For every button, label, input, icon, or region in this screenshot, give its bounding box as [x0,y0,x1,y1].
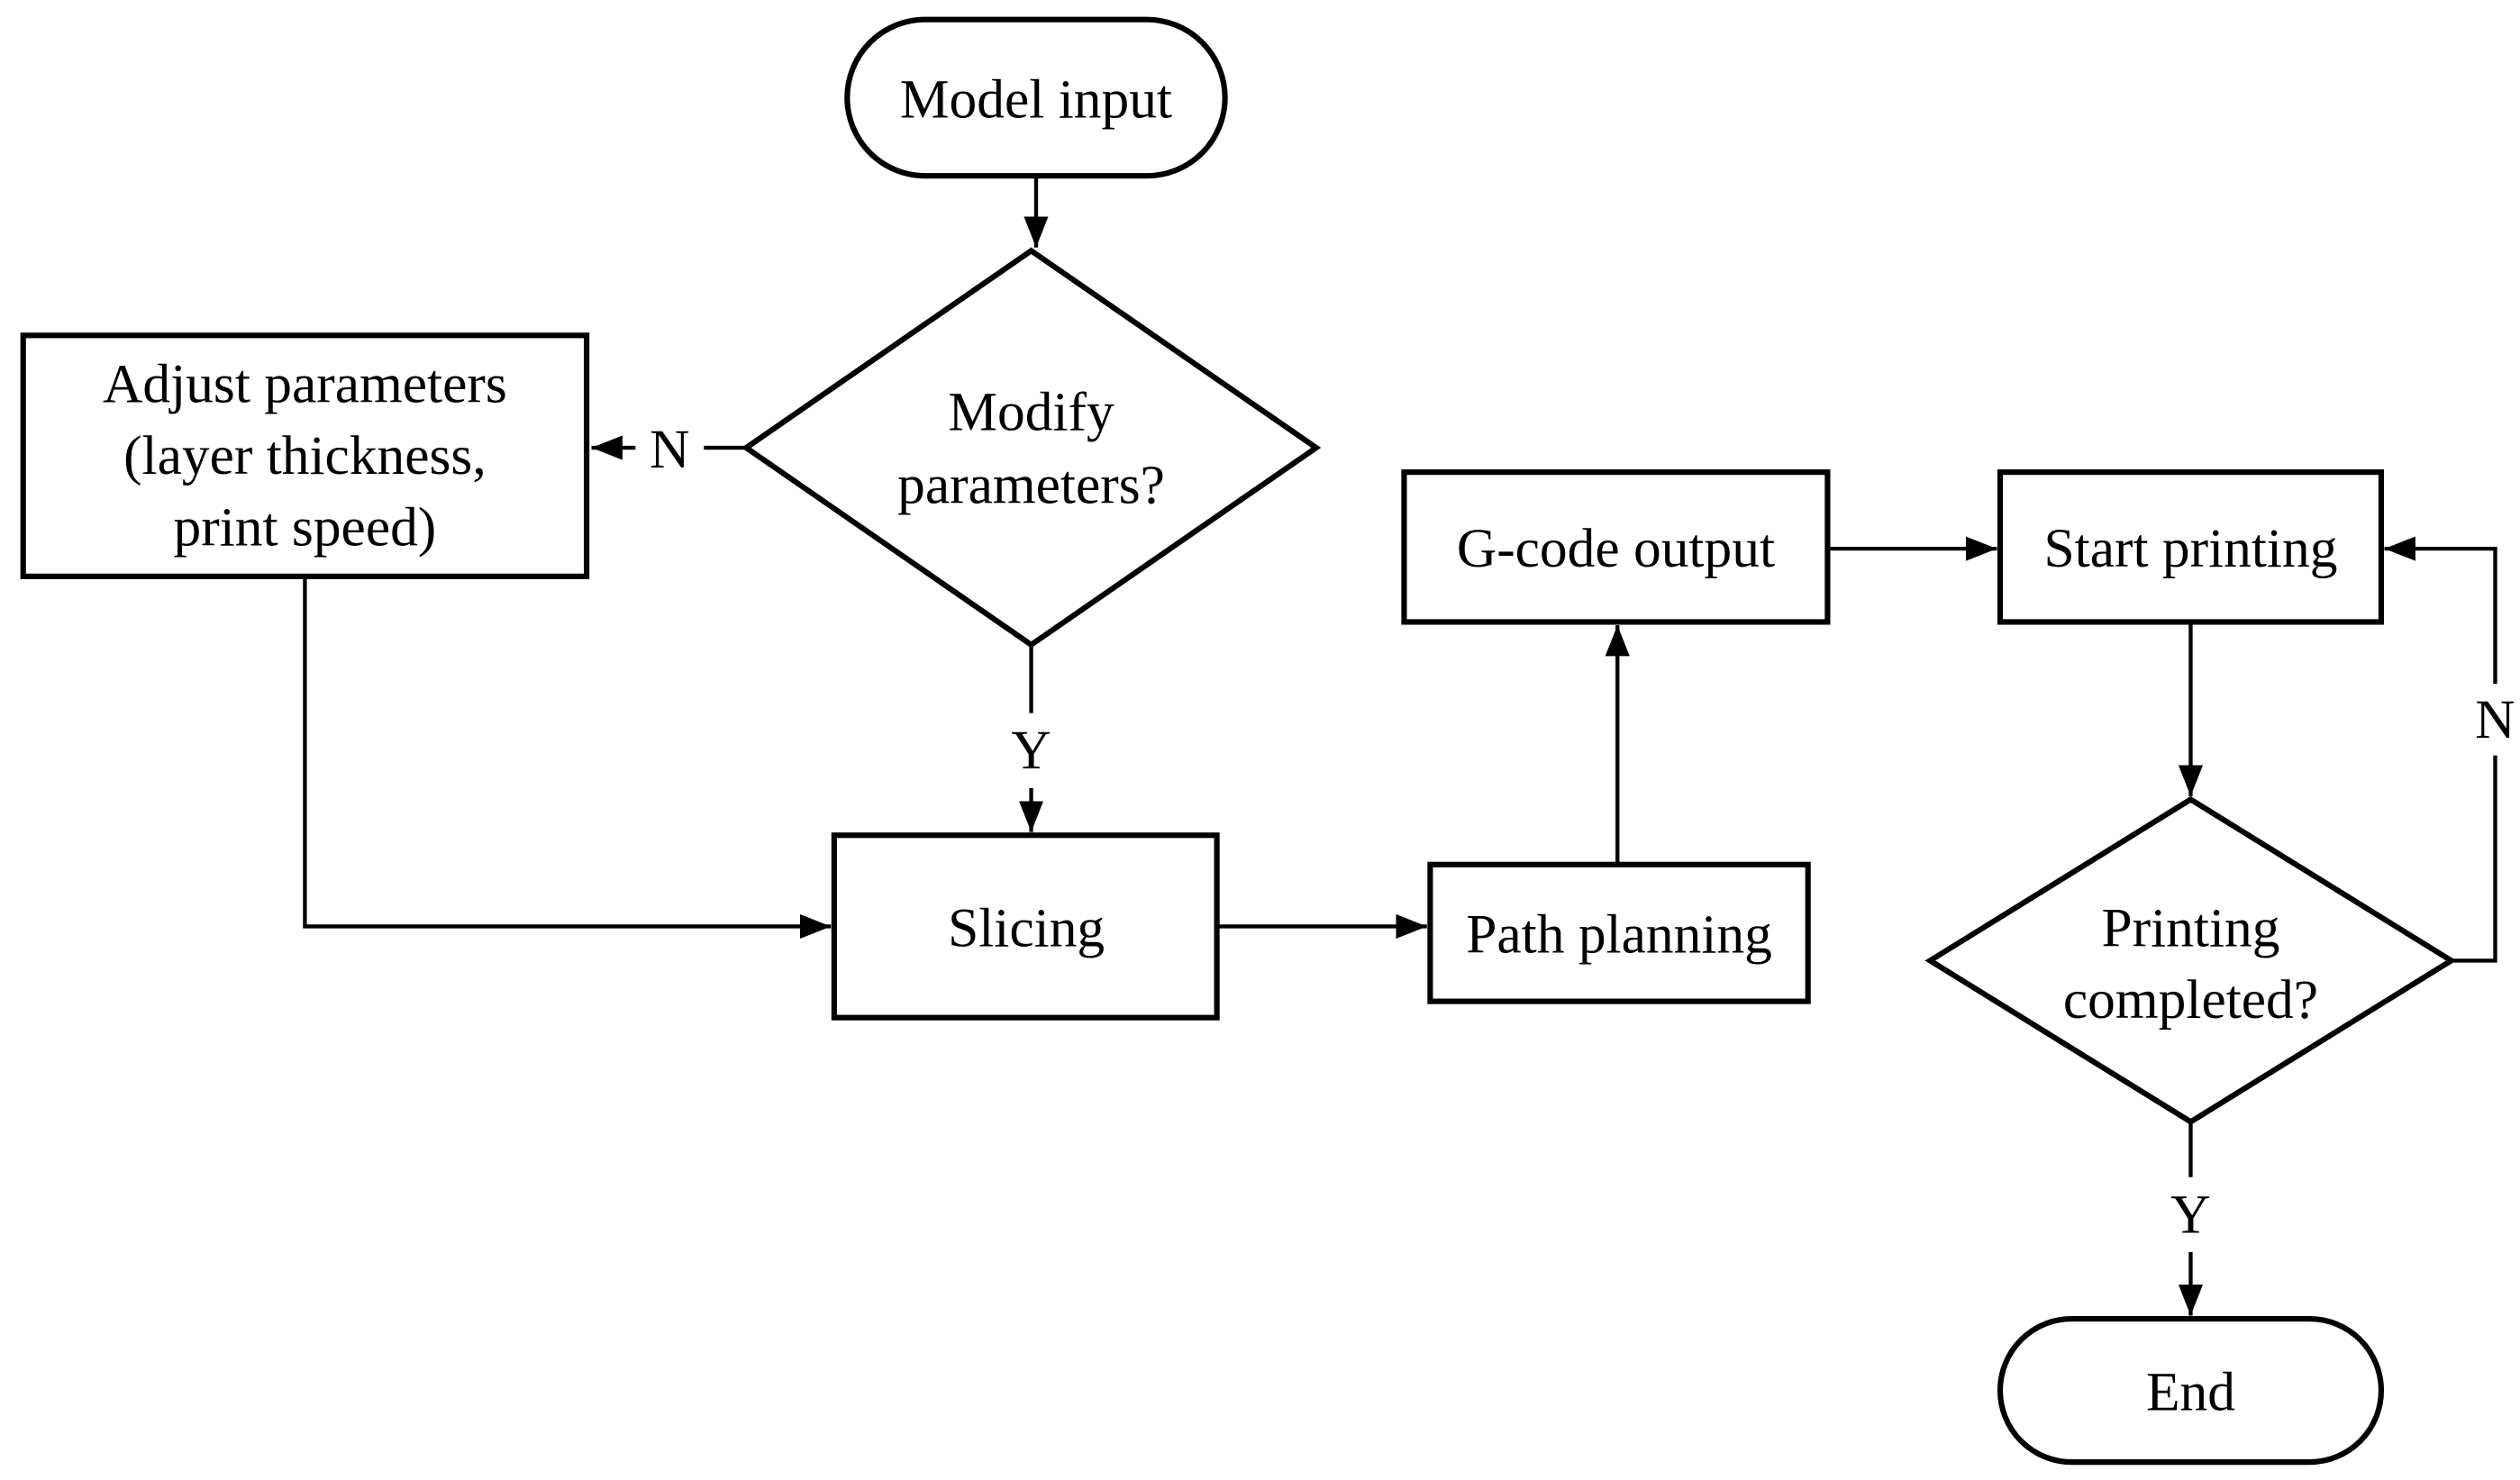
slicing-label: Slicing [948,897,1105,958]
label-y-completed: Y [2170,1184,2210,1245]
model-input-label: Model input [900,68,1172,130]
adjust-parameters-node: Adjust parameters (layer thickness, prin… [20,332,590,579]
start-printing-shape [1997,469,2385,625]
adjust-parameters-label-line2: (layer thickness, [123,425,487,486]
modify-parameters-decision: Modify parameters? [741,247,1322,649]
modify-parameters-label-line1: Modify [948,381,1114,442]
gcode-output-shape [1401,469,1831,625]
printing-completed-label-line2: completed? [2063,969,2318,1031]
end-node: End [1997,1315,2385,1466]
label-mask [635,416,705,479]
adjust-parameters-label-line1: Adjust parameters [103,354,507,415]
path-planning-shape [1427,861,1811,1004]
label-n-modify: N [650,419,689,480]
gcode-output-node: G-code output [1401,469,1831,625]
model-input-node: Model input [844,16,1228,179]
end-shape [1997,1315,2385,1466]
modify-parameters-shape [741,247,1322,649]
printing-completed-label-line1: Printing [2101,897,2279,958]
adjust-parameters-label-line3: print speed) [174,497,437,558]
start-printing-node: Start printing [1997,469,2385,625]
adjust-parameters-shape [20,332,590,579]
printing-completed-decision: Printing completed? [1924,795,2457,1125]
label-y-modify: Y [1011,720,1051,781]
printing-completed-shape [1924,795,2457,1125]
end-label: End [2146,1361,2235,1422]
path-planning-label: Path planning [1466,903,1772,965]
slicing-shape [831,832,1220,1021]
arrow-adjust-to-slicing [303,576,832,940]
start-printing-label: Start printing [2044,518,2338,579]
gcode-output-label: G-code output [1457,518,1775,579]
slicing-node: Slicing [831,832,1220,1021]
label-n-completed: N [2475,689,2515,750]
path-planning-node: Path planning [1427,861,1811,1004]
label-mask [2461,684,2520,756]
model-input-shape [844,16,1228,179]
modify-parameters-label-line2: parameters? [897,455,1165,516]
